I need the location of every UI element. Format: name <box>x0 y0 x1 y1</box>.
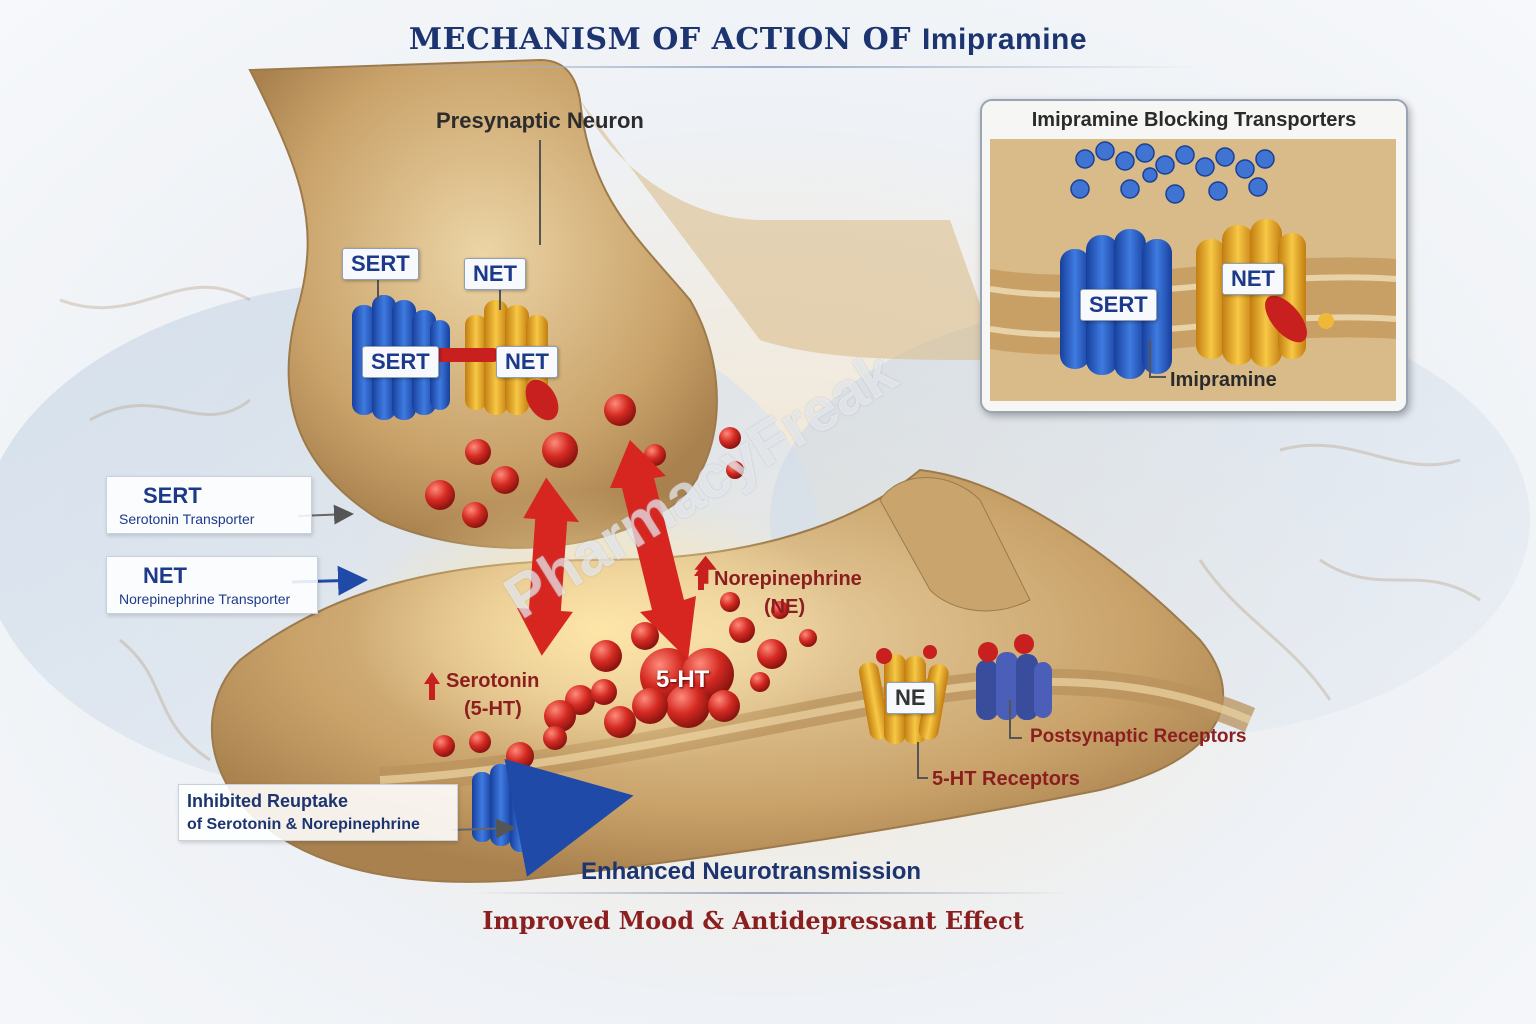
norepinephrine-label: Norepinephrine <box>714 568 862 590</box>
sert-tag-top: SERT <box>342 248 419 280</box>
reuptake-line2: of Serotonin & Norepinephrine <box>187 816 420 833</box>
presynaptic-neuron-label: Presynaptic Neuron <box>436 108 644 133</box>
serotonin-abbrev: (5-HT) <box>464 698 522 720</box>
legend-sert-title: SERT <box>143 483 202 508</box>
serotonin-label: Serotonin <box>446 670 540 692</box>
postsynaptic-receptors-label: Postsynaptic Receptors <box>1030 726 1247 747</box>
norepinephrine-abbrev: (NE) <box>764 596 806 618</box>
sert-tag-body: SERT <box>362 346 439 378</box>
inset-panel: Imipramine Blocking Transporters <box>980 99 1408 413</box>
legend-net: NET Norepinephrine Transporter <box>106 556 318 614</box>
page-title: MECHANISM OF ACTION OF Imipramine <box>0 22 1496 57</box>
net-tag-top: NET <box>464 258 526 290</box>
inset-imipramine-label: Imipramine <box>1170 369 1277 391</box>
inhibited-reuptake-box: Inhibited Reuptake of Serotonin & Norepi… <box>178 784 458 841</box>
inset-sert-tag: SERT <box>1080 289 1157 321</box>
norepinephrine-up-arrow-icon <box>694 566 708 590</box>
legend-sert: SERT Serotonin Transporter <box>106 476 312 534</box>
title-divider <box>330 66 1200 68</box>
legend-net-subtitle: Norepinephrine Transporter <box>119 591 291 607</box>
outcome-divider <box>470 892 1070 894</box>
reuptake-line1: Inhibited Reuptake <box>187 791 349 811</box>
serotonin-cluster-label: 5-HT <box>656 666 710 693</box>
title-prefix: MECHANISM OF ACTION OF <box>408 22 923 57</box>
enhanced-neurotransmission-text: Enhanced Neurotransmission <box>580 858 922 885</box>
ne-receptor-tag: NE <box>886 682 935 714</box>
net-tag-body: NET <box>496 346 558 378</box>
legend-sert-subtitle: Serotonin Transporter <box>119 511 255 527</box>
improved-mood-text: Improved Mood & Antidepressant Effect <box>482 906 1024 935</box>
inset-illustration <box>990 139 1396 401</box>
legend-net-title: NET <box>143 563 187 588</box>
serotonin-up-arrow-icon <box>424 672 440 700</box>
inset-net-tag: NET <box>1222 263 1284 295</box>
title-drug-name: Imipramine <box>922 23 1088 56</box>
5ht-receptors-label: 5-HT Receptors <box>932 768 1080 790</box>
inset-title: Imipramine Blocking Transporters <box>1031 109 1357 131</box>
